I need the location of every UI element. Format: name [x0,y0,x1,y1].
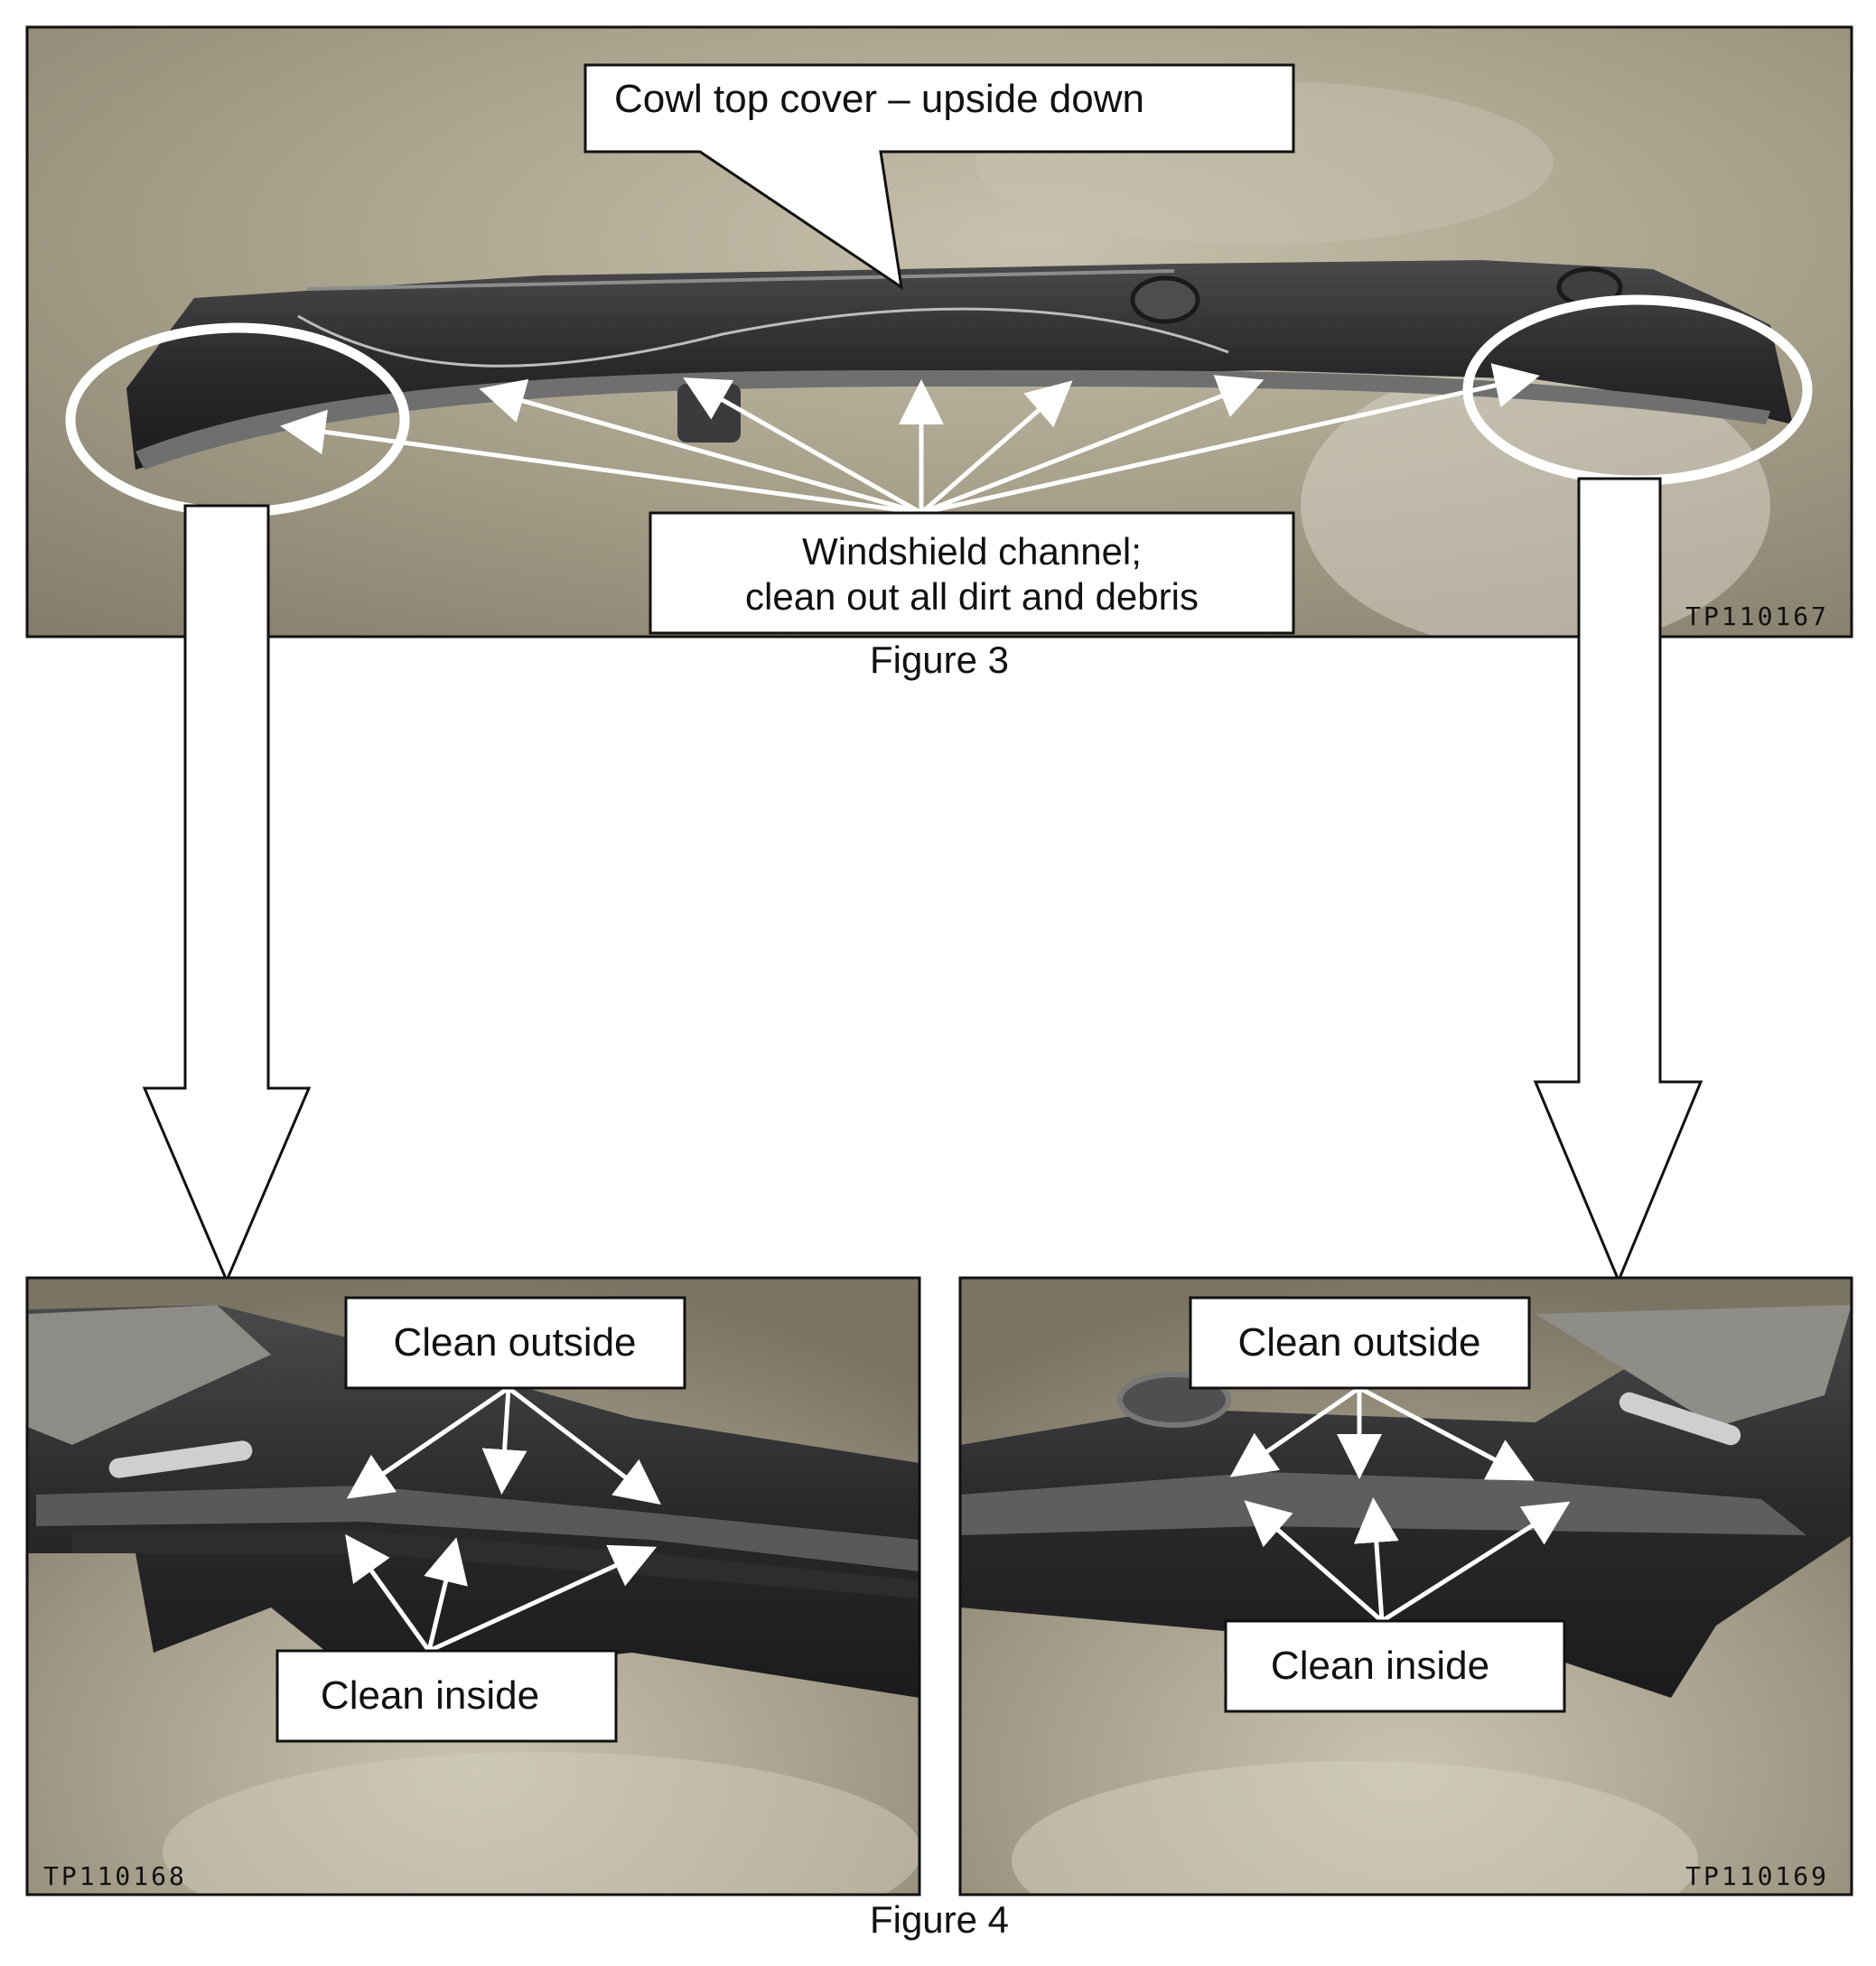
right-clean-outside-text: Clean outside [1237,1320,1480,1365]
figure-4-left-photo [27,1278,919,1895]
callout-left-clean-inside: Clean inside [275,1649,618,1743]
callout-cowl-top-cover-text: Cowl top cover – upside down [614,77,1144,121]
callout-right-clean-inside: Clean inside [1224,1619,1566,1713]
left-clean-inside-text: Clean inside [321,1673,539,1718]
left-clean-outside-text: Clean outside [393,1320,636,1365]
right-clean-outside-arrows [1229,1385,1535,1481]
right-clean-inside-arrows [1244,1497,1571,1624]
big-arrow-left-down [142,504,312,1284]
figure-4-left-frame [25,1276,921,1896]
figure-3-frame [25,25,1853,638]
big-arrow-right-down [1533,477,1703,1284]
photo-code-tp110169: TP110169 [1685,1861,1829,1891]
left-clean-inside-arrows [345,1533,658,1654]
left-clean-outside-arrows [346,1385,661,1505]
right-clean-inside-text: Clean inside [1271,1644,1489,1688]
photo-code-tp110167: TP110167 [1685,601,1829,631]
callout-windshield-channel: Windshield channel; clean out all dirt a… [649,511,1295,635]
callout-cowl-top-cover: Cowl top cover – upside down [583,63,1295,291]
figure-4-right-photo [960,1278,1852,1895]
photo-code-tp110168: TP110168 [43,1861,187,1891]
figure-4-caption: Figure 4 [870,1898,1009,1941]
callout-left-clean-outside: Clean outside [344,1296,686,1390]
windshield-channel-arrows [280,363,1540,516]
figure-3-caption: Figure 3 [870,638,1009,681]
figure-4-right-frame [958,1276,1853,1896]
callout-windshield-channel-line1: Windshield channel; [802,530,1142,573]
callout-windshield-channel-line2: clean out all dirt and debris [745,575,1199,618]
callout-right-clean-outside: Clean outside [1189,1296,1531,1390]
